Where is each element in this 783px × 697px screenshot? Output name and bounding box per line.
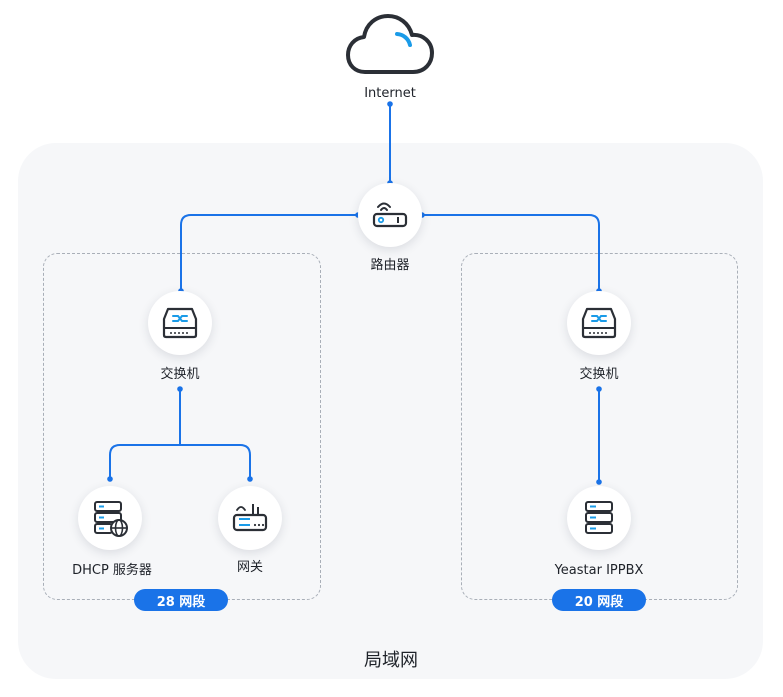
gateway-label: 网关 xyxy=(236,560,264,575)
lan-title: 局域网 xyxy=(364,650,418,671)
server-globe-icon xyxy=(94,501,128,537)
right-switch-label: 交换机 xyxy=(579,367,619,382)
right-switch-node[interactable] xyxy=(567,291,631,355)
ippbx-label: Yeastar IPPBX xyxy=(554,563,644,578)
router-node[interactable] xyxy=(358,183,422,247)
dot-right-switch-bottom xyxy=(596,386,602,392)
internet-label: Internet xyxy=(364,86,416,101)
segment-28-badge: 28 网段 xyxy=(134,589,228,611)
gateway-icon xyxy=(232,504,268,532)
ippbx-node[interactable] xyxy=(567,486,631,550)
gateway-node[interactable] xyxy=(218,486,282,550)
dhcp-server-label: DHCP 服务器 xyxy=(72,563,152,578)
segment-20-badge: 20 网段 xyxy=(552,589,646,611)
link-left-branch xyxy=(109,444,251,479)
dhcp-server-node[interactable] xyxy=(78,486,142,550)
left-switch-node[interactable] xyxy=(148,291,212,355)
switch-icon xyxy=(581,307,617,339)
link-router-left-switch xyxy=(180,214,358,291)
switch-icon xyxy=(162,307,198,339)
dot-gateway-top xyxy=(247,476,253,482)
left-switch-label: 交换机 xyxy=(160,367,200,382)
router-icon xyxy=(372,202,408,228)
router-label: 路由器 xyxy=(370,258,410,273)
server-icon xyxy=(585,501,613,534)
dot-internet xyxy=(387,101,393,107)
dot-left-switch-bottom xyxy=(177,386,183,392)
dot-dhcp-top xyxy=(107,476,113,482)
link-router-right-switch xyxy=(422,214,600,291)
dot-pbx-top xyxy=(596,479,602,485)
cloud-icon xyxy=(346,14,434,74)
